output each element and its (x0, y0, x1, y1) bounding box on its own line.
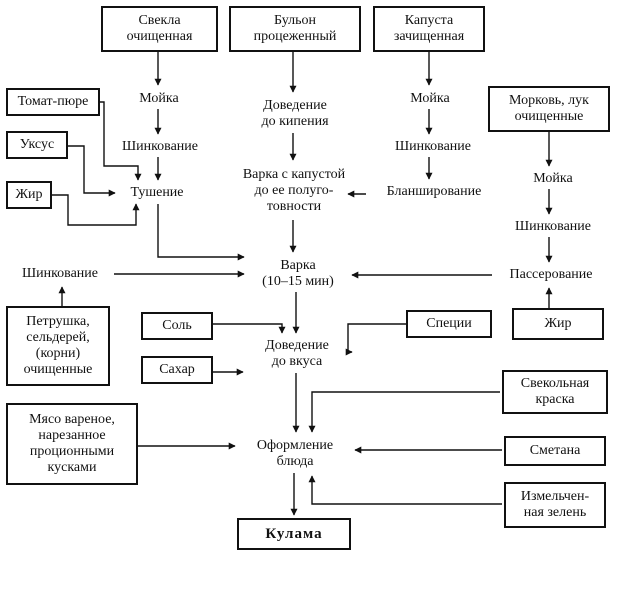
edge-greens-to-plate (308, 475, 502, 505)
node-sugar: Сахар (141, 356, 213, 384)
node-carrot: Морковь, лук очищенные (488, 86, 610, 132)
edge-salt-to-taste (213, 323, 286, 334)
edge-fat1-to-stew (52, 194, 140, 226)
edge-spices-to-taste (345, 323, 406, 356)
node-wash3: Мойка (533, 171, 573, 186)
node-tomato: Томат-пюре (6, 88, 100, 116)
node-kulama: Кулама (237, 518, 351, 550)
node-meat: Мясо вареное, нарезанное проционными кус… (6, 403, 138, 485)
node-wash2: Мойка (410, 91, 450, 106)
edge-stew-to-cook (157, 204, 245, 261)
edge-tomato-to-stew (100, 101, 142, 181)
node-fat1: Жир (6, 181, 52, 209)
node-sour: Сметана (504, 436, 606, 466)
node-plate: Оформление блюда (256, 438, 334, 469)
node-beet: Свекла очищенная (101, 6, 218, 52)
edge-beetcolor-to-plate (308, 391, 500, 433)
node-beet-color: Свекольная краска (502, 370, 608, 414)
node-blanch: Бланширование (386, 184, 482, 199)
node-wash1: Мойка (139, 91, 179, 106)
node-taste: Доведение до вкуса (265, 338, 329, 369)
node-broth: Бульон процеженный (229, 6, 361, 52)
node-cook-cab: Варка с капустой до ее полуго- товности (242, 167, 346, 214)
node-greens: Измельчен- ная зелень (504, 482, 606, 528)
node-vinegar: Уксус (6, 131, 68, 159)
node-parsley: Петрушка, сельдерей, (корни) очищенные (6, 306, 110, 386)
node-stew: Тушение (130, 185, 184, 200)
node-salt: Соль (141, 312, 213, 340)
node-cook: Варка (10–15 мин) (262, 258, 334, 289)
edge-vinegar-to-stew (68, 145, 116, 197)
node-fat2: Жир (512, 308, 604, 340)
node-shred-left: Шинкование (21, 266, 99, 281)
node-spices: Специи (406, 310, 492, 338)
node-shred3: Шинкование (514, 219, 592, 234)
node-boil-to: Доведение до кипения (261, 98, 329, 129)
node-shred2: Шинкование (394, 139, 472, 154)
node-shred1: Шинкование (121, 139, 199, 154)
node-cabbage: Капуста зачищенная (373, 6, 485, 52)
node-saute: Пассерование (509, 267, 593, 282)
